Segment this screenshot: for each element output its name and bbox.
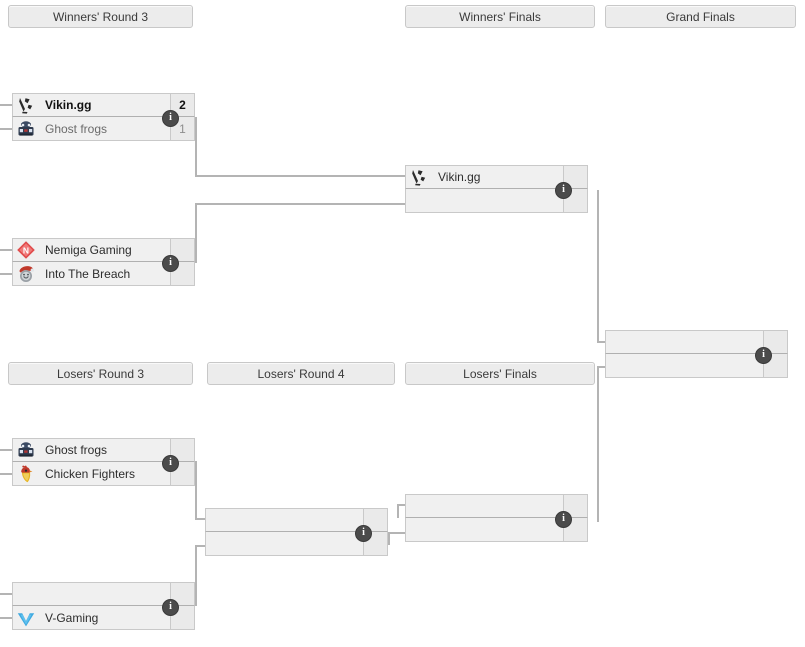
team-name: Chicken Fighters (45, 466, 136, 481)
v-gaming-logo (15, 607, 37, 629)
match-lr3-m2[interactable]: V-Gaming i (12, 582, 195, 630)
connector-c-lf-out-h (597, 366, 607, 368)
team-score (170, 583, 194, 605)
match-info-icon[interactable]: i (162, 255, 179, 272)
nemiga-gaming-logo: N (15, 239, 37, 261)
connector-c-lfin-in-v (397, 504, 399, 518)
match-info-icon[interactable]: i (755, 347, 772, 364)
team-logo-placeholder (408, 519, 430, 541)
connector-c-lr3m1-stub-bot (0, 473, 12, 475)
connector-c-wr3m1-stub-bot (0, 128, 12, 130)
team-logo-placeholder (608, 331, 630, 353)
match-info-icon[interactable]: i (555, 182, 572, 199)
svg-text:N: N (23, 245, 29, 255)
team-score (170, 439, 194, 461)
team-logo-placeholder (15, 583, 37, 605)
team-score (563, 495, 587, 517)
round-header-winners-round-3[interactable]: Winners' Round 3 (8, 5, 193, 28)
match-wf-m1[interactable]: Vikin.gg i (405, 165, 588, 213)
match-slot-bottom[interactable]: Into The Breach (12, 262, 195, 286)
team-score (563, 166, 587, 188)
team-logo-placeholder (608, 355, 630, 377)
match-gf-m1[interactable]: i (605, 330, 788, 378)
connector-c-wr3m1-stub-top (0, 104, 12, 106)
team-name: Vikin.gg (45, 98, 92, 112)
team-name: Into The Breach (45, 266, 131, 281)
connector-c-wr3m2-stub-bot (0, 273, 12, 275)
team-logo-placeholder (408, 495, 430, 517)
team-score (170, 239, 194, 261)
round-header-losers-round-3[interactable]: Losers' Round 3 (8, 362, 193, 385)
connector-c-lr3m2-out-v (195, 545, 197, 606)
team-score: 2 (170, 94, 194, 116)
connector-c-lr3m2-stub-bot (0, 617, 12, 619)
team-name: Ghost frogs (45, 443, 108, 457)
vikin-gg-logo (408, 166, 430, 188)
team-logo-placeholder (408, 190, 430, 212)
connector-c-wr3m2-out-h (195, 203, 406, 205)
connector-c-lr3m1-out-h (195, 518, 206, 520)
match-info-icon[interactable]: i (555, 511, 572, 528)
team-name: V-Gaming (45, 610, 99, 625)
connector-c-wr3m1-out-v (195, 117, 197, 176)
team-logo-placeholder (208, 509, 230, 531)
round-header-grand-finals[interactable]: Grand Finals (605, 5, 796, 28)
vikin-gg-logo (15, 94, 37, 116)
team-logo-placeholder (208, 533, 230, 555)
connector-c-wr3m2-stub-top (0, 249, 12, 251)
team-score (363, 509, 387, 531)
connector-c-lr3m2-stub-top (0, 593, 12, 595)
connector-c-lr3m2-out-h (195, 545, 206, 547)
match-info-icon[interactable]: i (355, 525, 372, 542)
team-score (763, 331, 787, 353)
match-lr4-m1[interactable]: i (205, 508, 388, 556)
match-lf-m1[interactable]: i (405, 494, 588, 542)
match-lr3-m1[interactable]: Ghost frogs Chicken Fighters i (12, 438, 195, 486)
match-info-icon[interactable]: i (162, 455, 179, 472)
round-header-losers-finals[interactable]: Losers' Finals (405, 362, 595, 385)
connector-c-wr3m1-out-h (195, 175, 406, 177)
connector-c-wf-out-v (597, 190, 599, 342)
match-wr3-m2[interactable]: N Nemiga Gaming Into The Breach i (12, 238, 195, 286)
ghost-frogs-logo (15, 439, 37, 461)
chicken-fighters-logo (15, 463, 37, 485)
connector-c-lfin-in-h (397, 504, 406, 506)
team-name: Vikin.gg (438, 170, 481, 184)
connector-c-lr4-out-v (388, 532, 390, 545)
match-info-icon[interactable]: i (162, 110, 179, 127)
connector-c-lr3m1-stub-top (0, 449, 12, 451)
connector-c-wf-out-h (597, 341, 607, 343)
connector-c-lr4-out-h (388, 532, 406, 534)
round-header-losers-round-4[interactable]: Losers' Round 4 (207, 362, 395, 385)
connector-c-lr3m1-out-v (195, 461, 197, 519)
team-name: Ghost frogs (45, 121, 108, 136)
connector-c-lf-out-v (597, 366, 599, 522)
ghost-frogs-logo (15, 118, 37, 140)
match-slot-top[interactable] (405, 494, 588, 518)
match-info-icon[interactable]: i (162, 599, 179, 616)
into-the-breach-logo (15, 263, 37, 285)
match-slot-bottom[interactable]: Chicken Fighters (12, 462, 195, 486)
team-name: Nemiga Gaming (45, 243, 132, 257)
round-header-winners-finals[interactable]: Winners' Finals (405, 5, 595, 28)
connector-c-wr3m2-out-v (195, 203, 197, 263)
